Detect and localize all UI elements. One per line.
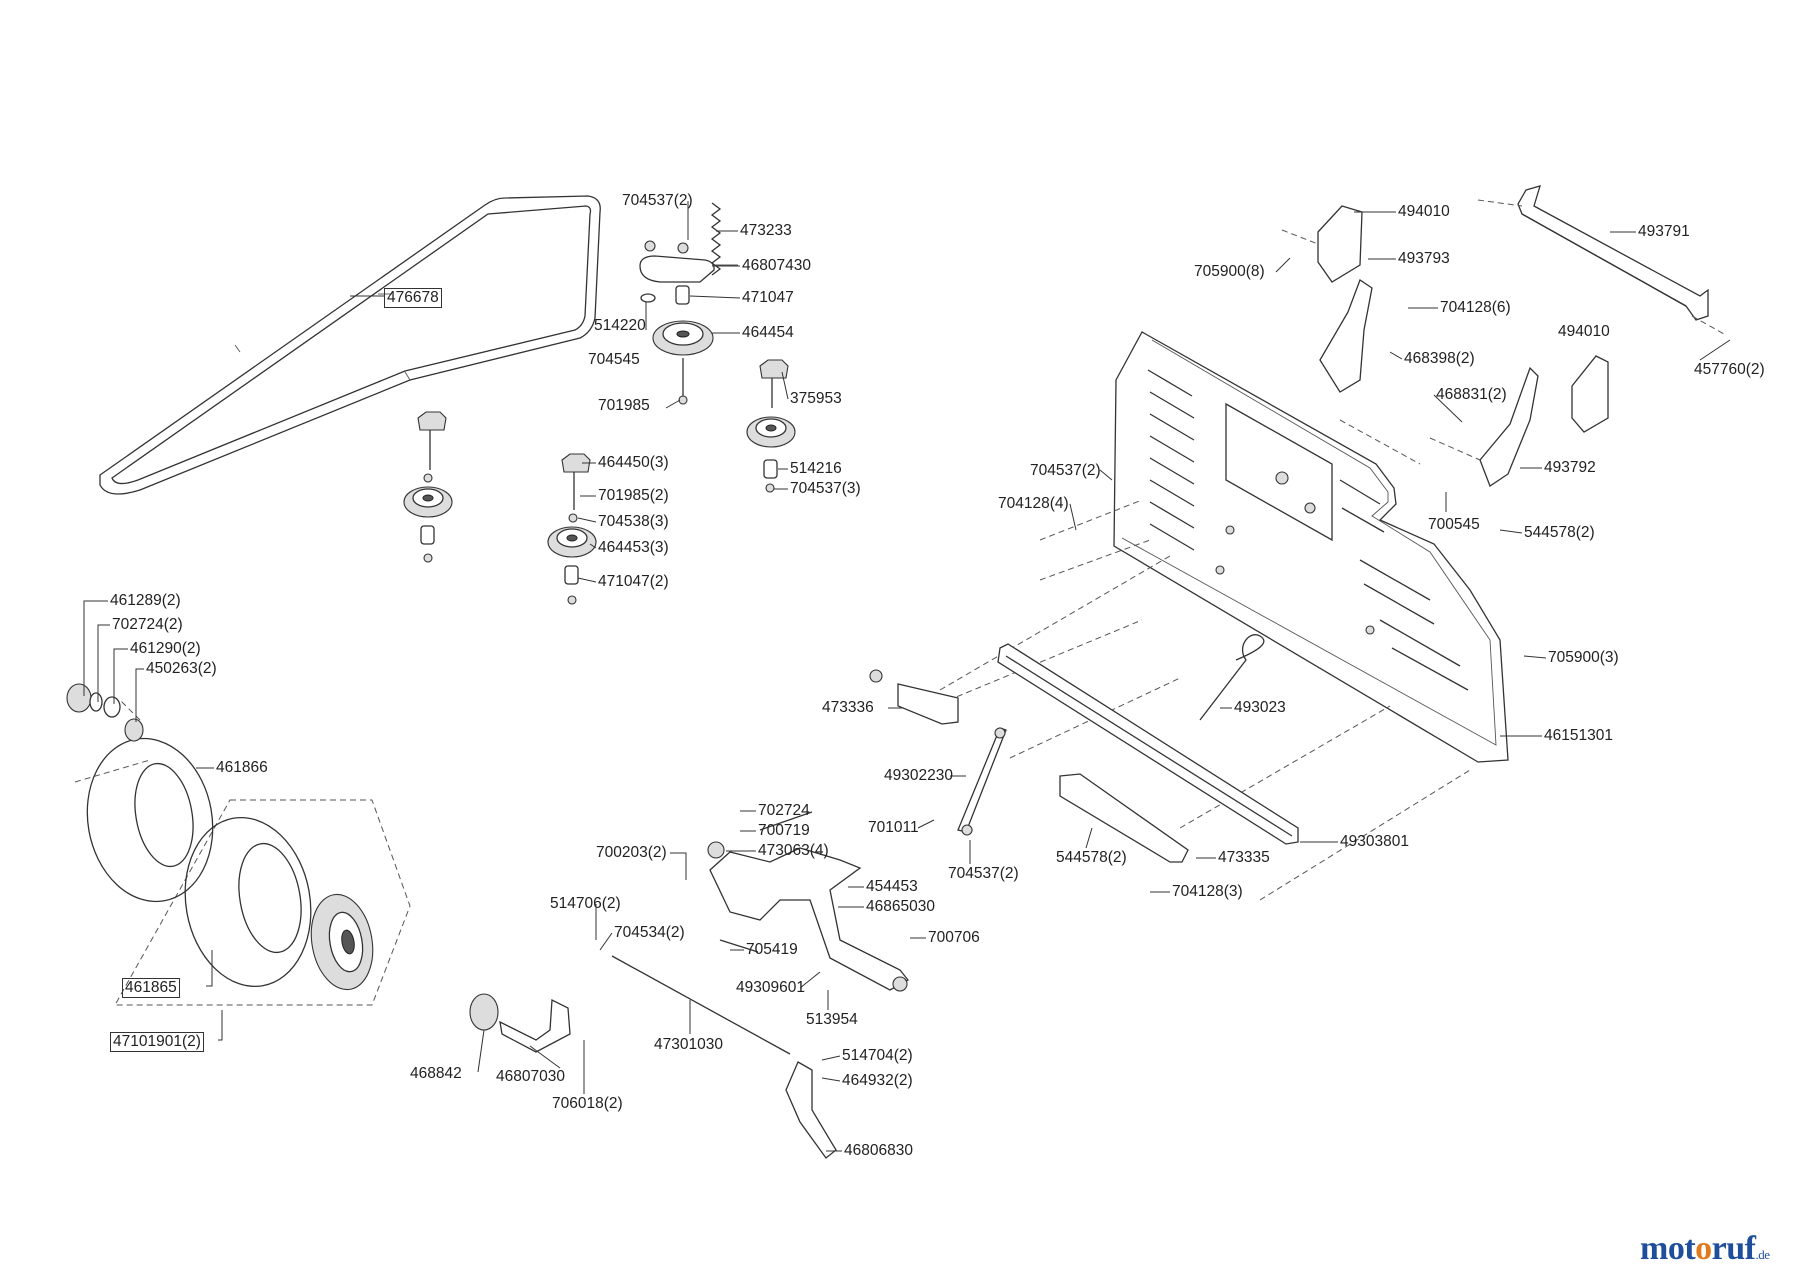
part-label-493023: 493023	[1234, 699, 1286, 716]
part-label-704538-3: 704538(3)	[598, 513, 669, 530]
part-label-476678: 476678	[384, 288, 442, 308]
idler-right	[746, 359, 796, 493]
part-label-46151301: 46151301	[1544, 727, 1613, 744]
part-label-706018-2: 706018(2)	[552, 1095, 623, 1112]
part-label-702724: 702724	[758, 802, 810, 819]
deck-plate	[1113, 331, 1509, 763]
part-label-701011: 701011	[868, 819, 919, 836]
part-label-702724-2: 702724(2)	[112, 616, 183, 633]
part-label-704545: 704545	[588, 351, 640, 368]
part-label-471047: 471047	[742, 289, 794, 306]
motoruf-logo: motoruf.de	[1640, 1232, 1770, 1266]
idler-left	[403, 411, 453, 563]
part-label-514216: 514216	[790, 460, 842, 477]
part-label-704537-2-mid: 704537(2)	[1030, 462, 1101, 479]
part-label-700719: 700719	[758, 822, 810, 839]
tension-pulley-assembly	[639, 202, 738, 405]
part-label-464450-3: 464450(3)	[598, 454, 669, 471]
part-label-704128-4: 704128(4)	[998, 495, 1069, 512]
part-label-704537-3: 704537(3)	[790, 480, 861, 497]
part-label-49309601: 49309601	[736, 979, 805, 996]
part-label-513954: 513954	[806, 1011, 858, 1028]
part-label-494010-b: 494010	[1558, 323, 1610, 340]
part-label-544578-2-a: 544578(2)	[1524, 524, 1595, 541]
part-label-473336: 473336	[822, 699, 874, 716]
part-label-494010-a: 494010	[1398, 203, 1450, 220]
part-label-473233: 473233	[740, 222, 792, 239]
part-label-461289-2: 461289(2)	[110, 592, 181, 609]
part-label-461290-2: 461290(2)	[130, 640, 201, 657]
part-label-46806830: 46806830	[844, 1142, 913, 1159]
drive-belt	[99, 195, 601, 495]
part-label-468842: 468842	[410, 1065, 462, 1082]
part-label-514704-2: 514704(2)	[842, 1047, 913, 1064]
part-label-461866: 461866	[216, 759, 268, 776]
part-label-493792: 493792	[1544, 459, 1596, 476]
part-label-46807430: 46807430	[742, 257, 811, 274]
part-label-700706: 700706	[928, 929, 980, 946]
part-label-46865030: 46865030	[866, 898, 935, 915]
part-label-471047-2: 471047(2)	[598, 573, 669, 590]
part-label-464454: 464454	[742, 324, 794, 341]
part-label-464453-3: 464453(3)	[598, 539, 669, 556]
front-wheel-assembly	[66, 683, 411, 1006]
idler-middle	[547, 453, 597, 605]
part-label-701985: 701985	[598, 397, 650, 414]
part-label-705900-8: 705900(8)	[1194, 263, 1265, 280]
part-label-493791: 493791	[1638, 223, 1690, 240]
angle-bar	[997, 643, 1299, 845]
part-label-514706-2: 514706(2)	[550, 895, 621, 912]
steering-assembly	[469, 811, 909, 1159]
logo-suffix: .de	[1755, 1247, 1770, 1262]
part-label-468831-2: 468831(2)	[1436, 386, 1507, 403]
part-label-473335: 473335	[1218, 849, 1270, 866]
part-label-473063-4: 473063(4)	[758, 842, 829, 859]
part-label-514220: 514220	[594, 317, 646, 334]
part-label-700203-2: 700203(2)	[596, 844, 667, 861]
part-label-493793: 493793	[1398, 250, 1450, 267]
logo-text-3: ruf	[1711, 1230, 1756, 1267]
part-label-704537-2-low: 704537(2)	[948, 865, 1019, 882]
part-label-49302230: 49302230	[884, 767, 953, 784]
part-label-454453: 454453	[866, 878, 918, 895]
part-label-700545: 700545	[1428, 516, 1480, 533]
deck-slots	[1147, 369, 1469, 691]
part-label-47101901-2: 47101901(2)	[110, 1032, 204, 1052]
part-label-705419: 705419	[746, 941, 798, 958]
part-label-704537-2: 704537(2)	[622, 192, 693, 209]
part-label-704128-6: 704128(6)	[1440, 299, 1511, 316]
part-label-704128-3: 704128(3)	[1172, 883, 1243, 900]
part-label-464932-2: 464932(2)	[842, 1072, 913, 1089]
part-label-375953: 375953	[790, 390, 842, 407]
part-label-450263-2: 450263(2)	[146, 660, 217, 677]
brackets-top-right	[1281, 185, 1725, 487]
logo-text-2: o	[1695, 1230, 1712, 1267]
part-label-461865: 461865	[122, 978, 180, 998]
logo-text-1: mot	[1640, 1230, 1696, 1267]
arms-and-brackets	[869, 634, 1265, 863]
part-label-544578-2-b: 544578(2)	[1056, 849, 1127, 866]
part-label-704534-2: 704534(2)	[614, 924, 685, 941]
part-label-47301030: 47301030	[654, 1036, 723, 1053]
part-label-46807030: 46807030	[496, 1068, 565, 1085]
part-label-468398-2: 468398(2)	[1404, 350, 1475, 367]
part-label-457760-2: 457760(2)	[1694, 361, 1765, 378]
part-label-705900-3: 705900(3)	[1548, 649, 1619, 666]
part-label-49303801: 49303801	[1340, 833, 1409, 850]
part-label-701985-2: 701985(2)	[598, 487, 669, 504]
